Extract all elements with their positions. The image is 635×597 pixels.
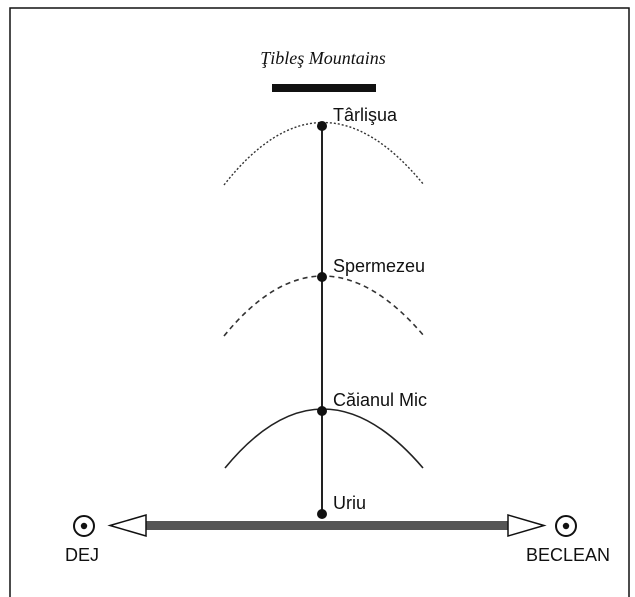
town-label-beclean: BECLEAN bbox=[526, 545, 610, 565]
mountains-title: Ţibleş Mountains bbox=[260, 48, 386, 68]
village-label-uriu: Uriu bbox=[333, 493, 366, 513]
village-point-uriu bbox=[317, 509, 327, 519]
diagram-frame bbox=[9, 7, 630, 597]
arc-caianul-mic bbox=[224, 408, 424, 469]
village-point-tarlisua bbox=[317, 121, 327, 131]
village-point-spermezeu bbox=[317, 272, 327, 282]
town-symbol-dej bbox=[73, 515, 95, 537]
road-arrow-right bbox=[507, 514, 547, 537]
road-arrow-left bbox=[107, 514, 147, 537]
village-label-tarlisua: Târlişua bbox=[333, 105, 398, 125]
road-bar bbox=[144, 521, 510, 530]
village-point-caianul-mic bbox=[317, 406, 327, 416]
village-label-spermezeu: Spermezeu bbox=[333, 256, 425, 276]
arc-spermezeu bbox=[223, 275, 425, 337]
town-label-dej: DEJ bbox=[65, 545, 99, 565]
town-symbol-beclean bbox=[555, 515, 577, 537]
mountains-bar bbox=[272, 84, 376, 92]
village-label-caianul-mic: Căianul Mic bbox=[333, 390, 427, 410]
arc-tarlisua bbox=[223, 122, 425, 186]
